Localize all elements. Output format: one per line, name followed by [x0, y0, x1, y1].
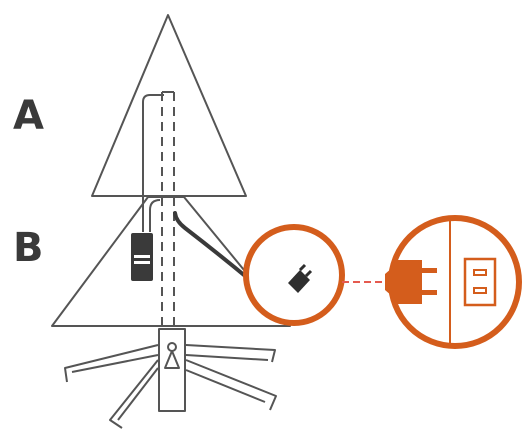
tree-pole — [161, 91, 175, 330]
orange-plug-icon — [385, 260, 437, 304]
plug-icon — [288, 263, 313, 293]
wire-section-a — [142, 94, 164, 232]
section-label-b: B — [13, 225, 44, 271]
switch-box-icon — [131, 233, 153, 281]
section-label-a: A — [13, 93, 44, 139]
wall-outlet-icon — [449, 220, 497, 344]
tree-section-a — [91, 14, 247, 197]
tree-stand-icon — [64, 328, 277, 429]
wire-section-b — [149, 199, 161, 232]
plug-callout-circle — [243, 224, 345, 326]
